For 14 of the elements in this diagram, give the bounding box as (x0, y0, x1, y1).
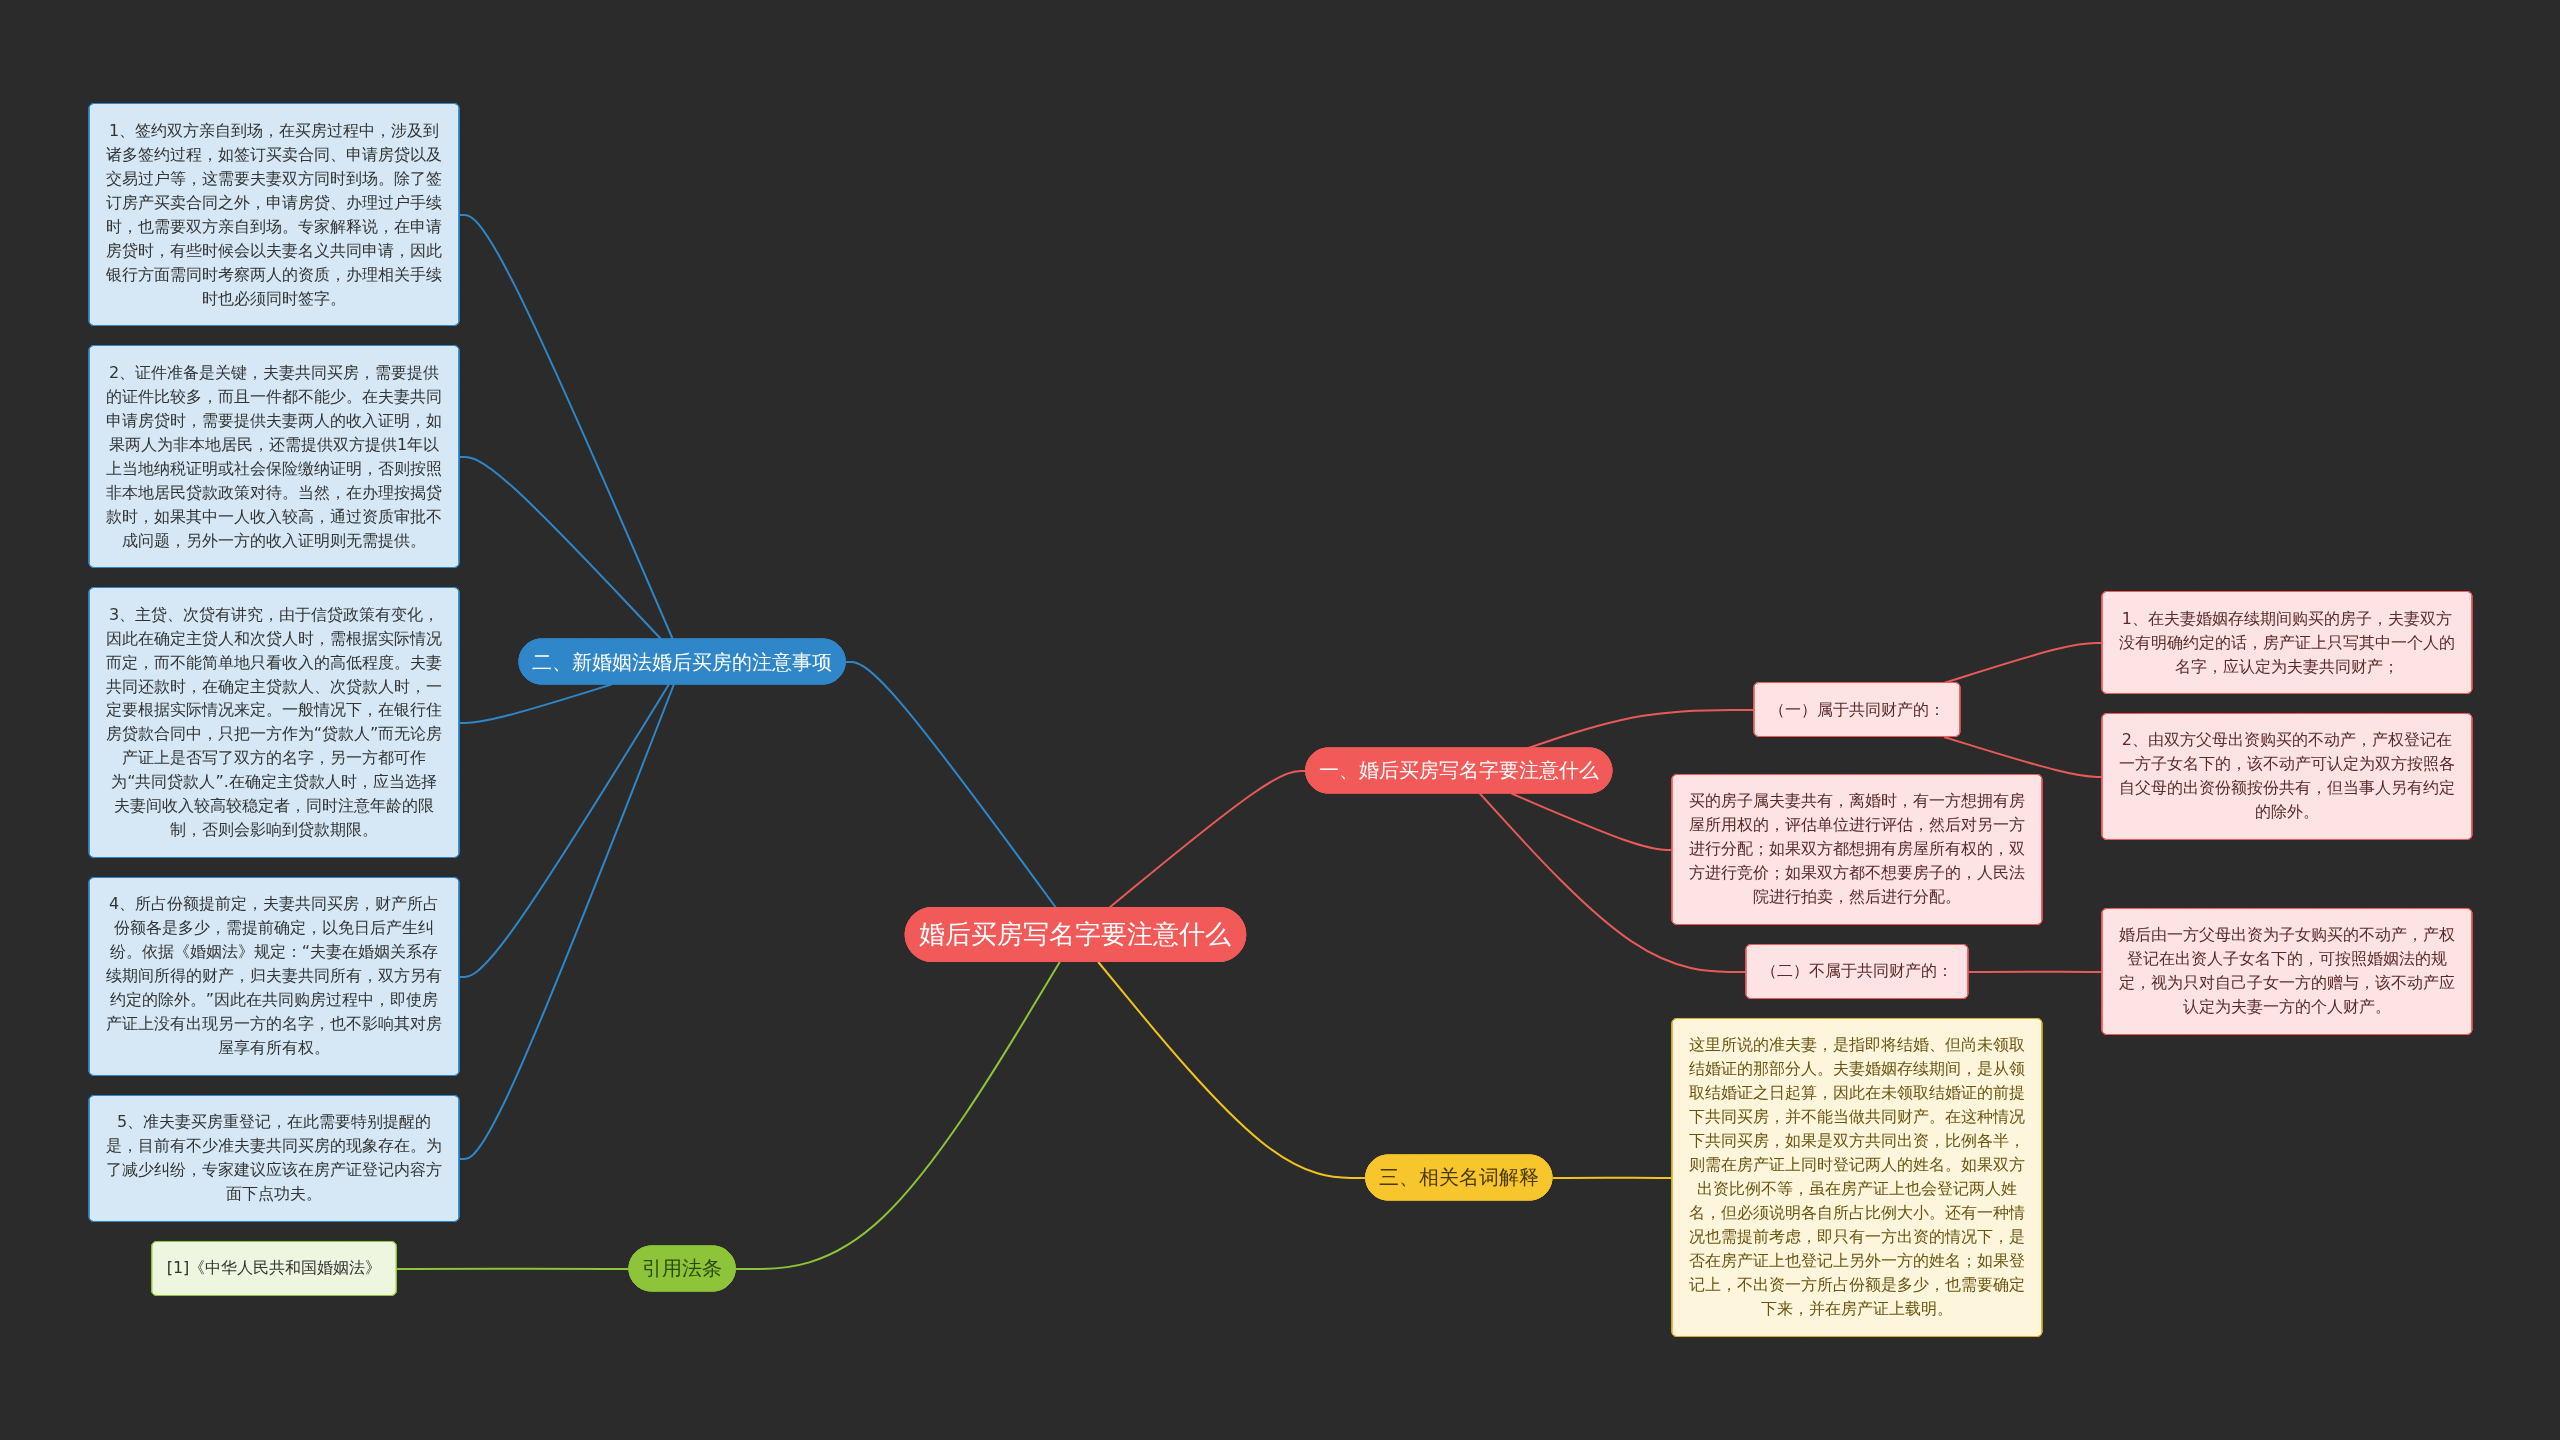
connector (458, 683, 675, 1160)
connector (734, 961, 1061, 1270)
connector (458, 683, 670, 978)
connector (1942, 736, 2103, 778)
connector (1550, 1176, 1673, 1179)
connector (1478, 792, 1747, 973)
connector (1096, 961, 1367, 1179)
connector (458, 213, 674, 641)
connector (844, 660, 1057, 909)
connector (458, 683, 612, 724)
connector (1107, 769, 1307, 909)
connector (1510, 792, 1673, 851)
connector (1966, 970, 2103, 973)
connector (458, 455, 662, 641)
